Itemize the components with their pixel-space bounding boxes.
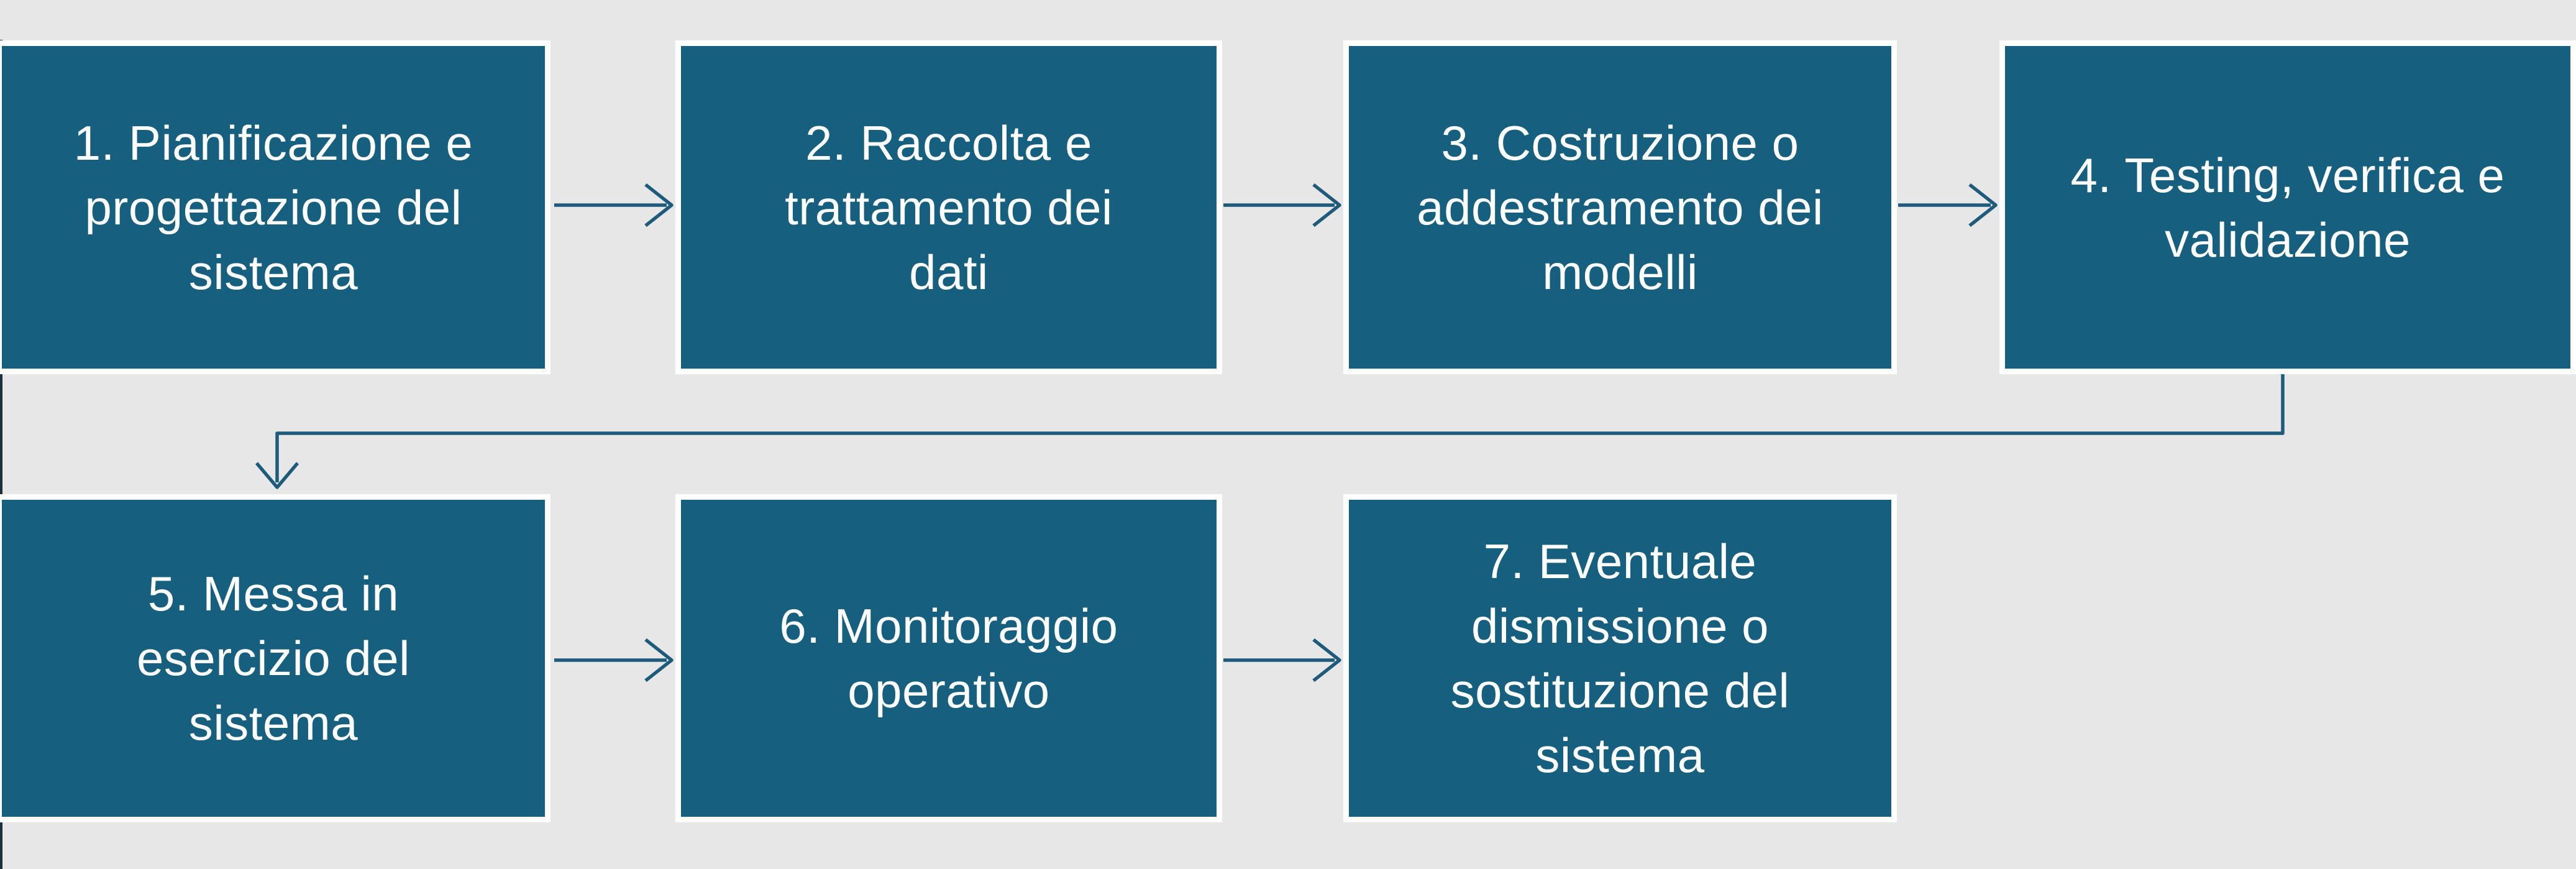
step-label-5: 5. Messa in esercizio del sistema — [136, 566, 411, 750]
step-label-1: 1. Pianificazione e progettazione del si… — [73, 115, 473, 300]
connector-arrow-1-2 — [554, 183, 674, 228]
step-label-2: 2. Raccolta e trattamento dei dati — [785, 115, 1113, 300]
left-edge-clipped-shape — [0, 40, 2, 869]
step-box-4: 4. Testing, verifica e validazione — [1999, 40, 2576, 374]
step-label-7: 7. Eventuale dismissione o sostituzione … — [1450, 534, 1790, 783]
connector-elbow-arrow-4-5 — [255, 369, 2285, 489]
connector-arrow-5-6 — [554, 638, 674, 683]
step-label-4: 4. Testing, verifica e validazione — [2070, 147, 2505, 267]
step-box-2: 2. Raccolta e trattamento dei dati — [675, 40, 1222, 374]
connector-arrow-3-4 — [1898, 183, 1998, 228]
step-box-7: 7. Eventuale dismissione o sostituzione … — [1343, 494, 1897, 822]
step-label-3: 3. Costruzione o addestramento dei model… — [1417, 115, 1824, 300]
step-label-6: 6. Monitoraggio operativo — [779, 599, 1118, 718]
connector-arrow-2-3 — [1223, 183, 1341, 228]
step-box-5: 5. Messa in esercizio del sistema — [0, 494, 550, 822]
step-box-3: 3. Costruzione o addestramento dei model… — [1343, 40, 1897, 374]
connector-arrow-6-7 — [1223, 638, 1341, 683]
step-box-1: 1. Pianificazione e progettazione del si… — [0, 40, 550, 374]
step-box-6: 6. Monitoraggio operativo — [675, 494, 1222, 822]
